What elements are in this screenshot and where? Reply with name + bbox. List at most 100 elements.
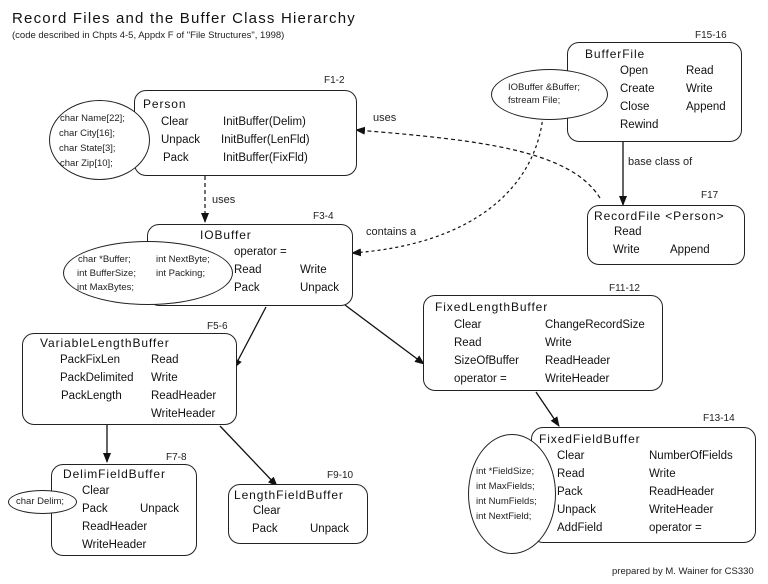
method: InitBuffer(FixFld) <box>223 152 308 164</box>
ref-fixedlength: F11-12 <box>609 283 640 294</box>
field: char State[3]; <box>59 143 116 154</box>
fields-person: char Name[22]; char City[16]; char State… <box>49 100 150 180</box>
inherit-arrow-variable-lengthfield <box>219 425 278 487</box>
class-name: LengthFieldBuffer <box>234 488 344 502</box>
method: Pack <box>163 152 189 164</box>
fields-fixedfield: int *FieldSize; int MaxFields; int NumFi… <box>468 434 556 554</box>
method: NumberOfFields <box>649 450 733 462</box>
inherit-arrow-iobuffer-variable <box>233 306 267 369</box>
class-name: BufferFile <box>585 47 646 61</box>
label-uses-person: uses <box>212 194 236 206</box>
method: Read <box>557 468 585 480</box>
field: char *Buffer; <box>78 254 131 265</box>
method: ReadHeader <box>545 355 611 367</box>
ref-bufferfile: F15-16 <box>695 30 727 41</box>
method: WriteHeader <box>649 504 714 516</box>
field: char Name[22]; <box>60 113 125 124</box>
class-fixedlength[interactable]: FixedLengthBuffer Clear Read SizeOfBuffe… <box>423 295 663 391</box>
field: char Zip[10]; <box>60 158 113 169</box>
field: IOBuffer &Buffer; <box>508 82 580 93</box>
method: ReadHeader <box>649 486 715 498</box>
method: SizeOfBuffer <box>454 355 519 367</box>
ref-delim: F7-8 <box>166 452 187 463</box>
method: ChangeRecordSize <box>545 319 645 331</box>
ref-variable: F5-6 <box>207 321 228 332</box>
method: Write <box>686 83 713 95</box>
field: char City[16]; <box>59 128 115 139</box>
method: Pack <box>234 282 260 294</box>
label-base-class: base class of <box>628 156 693 168</box>
method: Read <box>454 337 482 349</box>
class-delim[interactable]: DelimFieldBuffer Clear Pack Unpack ReadH… <box>51 464 197 556</box>
class-name: FixedFieldBuffer <box>539 432 641 446</box>
method: WriteHeader <box>151 408 216 420</box>
class-fixedfield[interactable]: FixedFieldBuffer Clear Read Pack Unpack … <box>531 427 756 543</box>
method: Close <box>620 101 650 113</box>
class-name: IOBuffer <box>200 228 252 242</box>
method: Clear <box>253 505 281 517</box>
method: Write <box>545 337 572 349</box>
uses-arrow-recordfile-person <box>355 126 601 199</box>
class-recordfile[interactable]: RecordFile <Person> Read Write Append <box>587 205 745 265</box>
method: operator = <box>454 373 507 385</box>
ref-lengthfield: F9-10 <box>327 470 354 481</box>
method: PackLength <box>61 390 122 402</box>
class-variable[interactable]: VariableLengthBuffer PackFixLen PackDeli… <box>22 333 237 425</box>
method: Unpack <box>300 282 339 294</box>
field: fstream File; <box>508 95 561 106</box>
ref-iobuffer: F3-4 <box>313 211 334 222</box>
method: Clear <box>82 485 110 497</box>
method: Read <box>686 65 714 77</box>
method: PackFixLen <box>60 354 121 366</box>
field: int BufferSize; <box>77 268 136 279</box>
class-name: RecordFile <Person> <box>594 209 725 223</box>
method: Unpack <box>161 134 200 146</box>
method: Unpack <box>310 523 349 535</box>
label-contains: contains a <box>366 226 417 238</box>
method: Read <box>234 264 262 276</box>
method: operator = <box>234 246 287 258</box>
field: int Packing; <box>156 268 206 279</box>
ref-fixedfield: F13-14 <box>703 413 735 424</box>
field: char Delim; <box>16 496 65 507</box>
method: PackDelimited <box>60 372 134 384</box>
class-name: DelimFieldBuffer <box>63 467 166 481</box>
field: int NextField; <box>476 511 532 522</box>
method: Pack <box>82 503 108 515</box>
field: int *FieldSize; <box>476 466 535 477</box>
method: Clear <box>557 450 585 462</box>
inherit-arrow-fixedlength-fixedfield <box>535 391 560 427</box>
class-person[interactable]: Person Clear Unpack Pack InitBuffer(Deli… <box>134 90 357 176</box>
method: Read <box>151 354 179 366</box>
class-name: VariableLengthBuffer <box>40 336 170 350</box>
field: int MaxBytes; <box>77 282 135 293</box>
class-name: Person <box>143 97 187 111</box>
class-lengthfield[interactable]: LengthFieldBuffer Clear Pack Unpack <box>228 484 368 544</box>
method: Write <box>151 372 178 384</box>
method: Clear <box>454 319 482 331</box>
method: InitBuffer(LenFld) <box>221 134 310 146</box>
fields-iobuffer: char *Buffer; int NextByte; int BufferSi… <box>63 241 233 305</box>
method: Unpack <box>140 503 179 515</box>
field: int NextByte; <box>156 254 210 265</box>
method: Clear <box>161 116 189 128</box>
method: Read <box>614 226 642 238</box>
method: ReadHeader <box>151 390 217 402</box>
diagram-title: Record Files and the Buffer Class Hierar… <box>12 10 356 27</box>
method: Pack <box>252 523 278 535</box>
class-name: FixedLengthBuffer <box>435 300 549 314</box>
inherit-arrow-iobuffer-fixedlength <box>344 304 425 365</box>
ref-person: F1-2 <box>324 75 345 86</box>
label-uses-recordfile: uses <box>373 112 397 124</box>
method: InitBuffer(Delim) <box>223 116 306 128</box>
fields-bufferfile: IOBuffer &Buffer; fstream File; <box>491 69 608 120</box>
field: int NumFields; <box>476 496 537 507</box>
method: AddField <box>557 522 603 534</box>
fields-delim: char Delim; <box>8 490 77 514</box>
method: WriteHeader <box>545 373 610 385</box>
method: Append <box>686 101 726 113</box>
method: Write <box>613 244 640 256</box>
method: operator = <box>649 522 702 534</box>
method: Create <box>620 83 655 95</box>
